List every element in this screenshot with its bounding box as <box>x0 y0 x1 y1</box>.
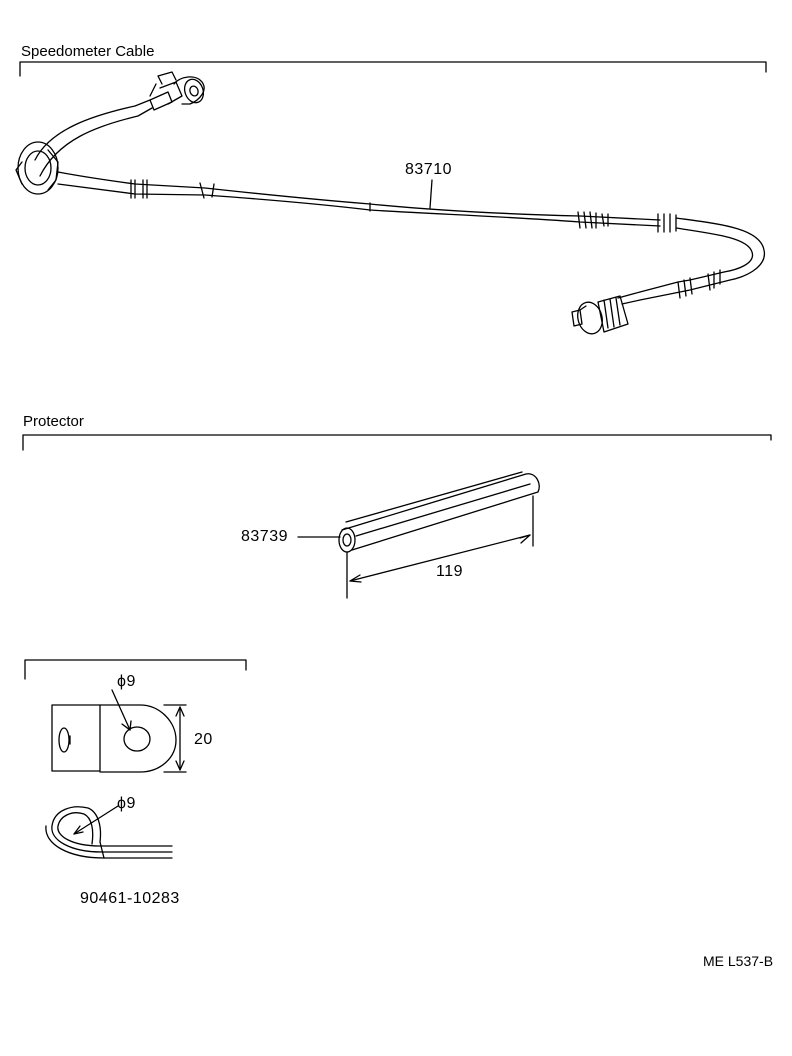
leader-83710 <box>429 179 433 209</box>
speedometer-cable-title: Speedometer Cable <box>21 43 155 60</box>
diagram-code: ME L537-B <box>703 953 774 969</box>
clamp-hole-diameter-top: ϕ9 <box>117 673 136 690</box>
clamp-height-dimension: 20 <box>194 731 213 748</box>
dimension-label-119: 119 <box>436 563 464 580</box>
part-number-83739: 83739 <box>241 528 288 545</box>
protector-title: Protector <box>23 413 84 430</box>
part-number-83710: 83710 <box>405 161 452 178</box>
clamp-bracket <box>24 659 247 680</box>
clamp-side-view <box>45 805 173 859</box>
dimension-119 <box>346 495 534 599</box>
part-number-90461-10283: 90461-10283 <box>80 890 180 907</box>
speedometer-cable-bracket <box>19 61 767 77</box>
clamp-top-view <box>51 689 187 773</box>
protector-tube <box>338 471 540 553</box>
protector-bracket <box>22 434 772 451</box>
clamp-hole-diameter-side: ϕ9 <box>117 795 136 812</box>
speedometer-cable <box>15 71 765 335</box>
